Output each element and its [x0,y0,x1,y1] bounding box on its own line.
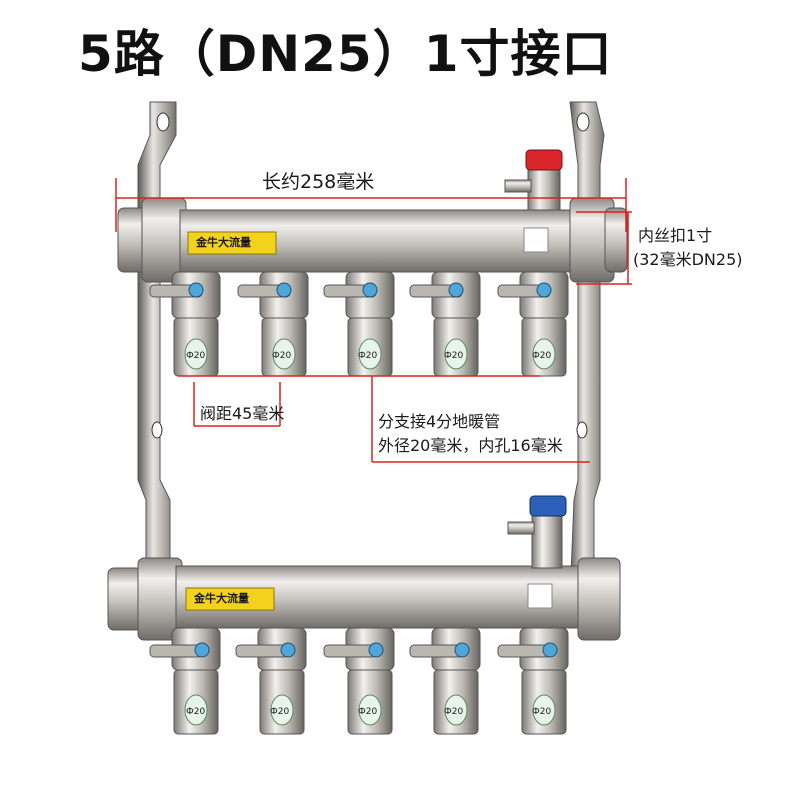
lower-manifold [107,495,621,641]
measurement-lines [115,178,632,463]
inner-thread-size-annotation: (32毫米DN25) [633,250,743,269]
valve-spacing-annotation: 阀距45毫米 [200,404,285,423]
page-title: 5路（DN25）1寸接口 [78,25,613,83]
port-mark: Ф20 [532,351,552,361]
length-annotation: 长约258毫米 [262,171,375,193]
lower-branch-valves [149,627,569,735]
branch-pipe-annotation: 分支接4分地暖管 [378,412,501,431]
upper-product-label: 金牛大流量 [196,236,251,249]
port-mark: Ф20 [358,351,378,361]
port-mark: Ф20 [186,707,206,717]
branch-diameter-annotation: 外径20毫米，内孔16毫米 [378,436,563,455]
port-mark: Ф20 [444,707,464,717]
port-mark: Ф20 [532,707,552,717]
port-mark: Ф20 [186,351,206,361]
lower-product-label: 金牛大流量 [194,592,249,605]
port-mark: Ф20 [270,707,290,717]
upper-branch-valves [149,271,569,377]
port-mark: Ф20 [358,707,378,717]
port-mark: Ф20 [444,351,464,361]
upper-manifold [117,149,628,283]
port-mark: Ф20 [272,351,292,361]
inner-thread-annotation: 内丝扣1寸 [638,226,713,245]
